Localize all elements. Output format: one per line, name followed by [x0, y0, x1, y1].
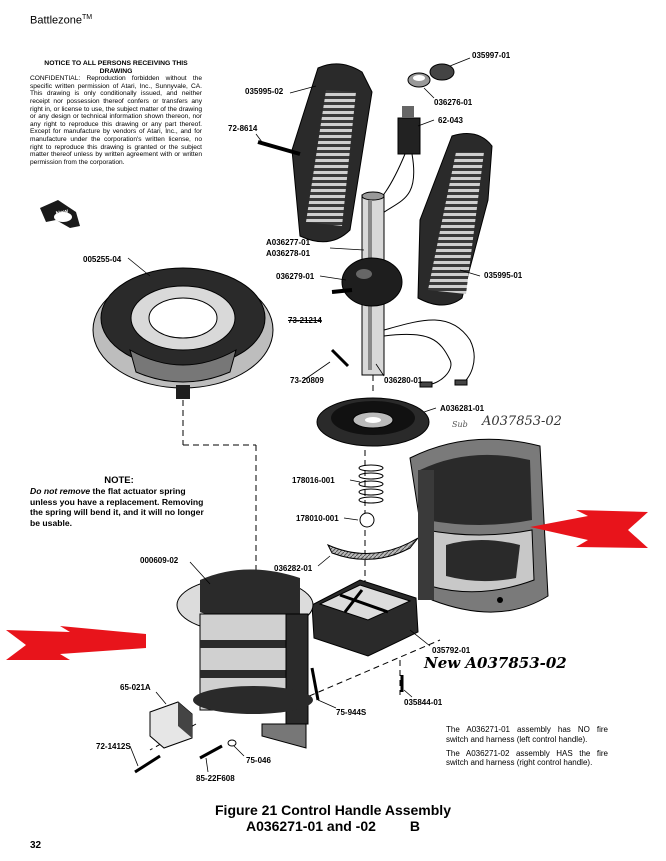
top-flange-plate	[92, 267, 274, 399]
assembly-info: The A036271-01 assembly has NO fire swit…	[446, 725, 608, 772]
label-035995-01: 035995-01	[484, 271, 523, 280]
housing-half-left	[176, 569, 314, 749]
left-handle-grip	[291, 63, 373, 243]
header-title: Battlezone	[30, 14, 82, 27]
notice-title-line2: DRAWING	[99, 67, 133, 75]
washer-75-046	[227, 739, 237, 747]
handwritten-annotation-1: A037853-02	[482, 414, 562, 429]
label-036279-01: 036279-01	[276, 272, 315, 281]
label-035792-01: 035792-01	[432, 646, 471, 655]
actuator-block	[311, 579, 419, 657]
spring-and-ball	[358, 464, 384, 528]
info-line-2: The A036271-02 assembly HAS the fire swi…	[446, 748, 608, 768]
label-a036281-01: A036281-01	[440, 404, 485, 413]
flat-actuator-spring	[326, 537, 419, 560]
page-header: BattlezoneTM	[30, 14, 92, 27]
handwritten-annotation-2: New A037853-02	[424, 654, 567, 672]
label-73-20809: 73-20809	[290, 376, 324, 385]
note-body: the flat actuator spring unless you have…	[30, 486, 204, 528]
screw-72-1412s	[134, 754, 161, 774]
label-178010-001: 178010-001	[296, 514, 339, 523]
screw-75-944s	[310, 667, 320, 701]
page-number: 32	[30, 840, 42, 851]
label-72-1412s: 72-1412S	[96, 742, 131, 751]
pivot-ball	[331, 257, 403, 307]
label-036282-01: 036282-01	[274, 564, 313, 573]
caption-line-2: A036271-01 and -02	[245, 818, 376, 834]
note-block: NOTE: Do not remove the flat actuator sp…	[30, 475, 208, 528]
leader-lines	[127, 57, 481, 773]
pin-73-20809	[330, 348, 350, 368]
label-178016-001: 178016-001	[292, 476, 335, 485]
label-a036278-01: A036278-01	[266, 249, 311, 258]
label-005255-04: 005255-04	[83, 255, 122, 264]
wire-harness	[383, 319, 475, 388]
label-75-944s: 75-944S	[336, 708, 367, 717]
label-035995-02: 035995-02	[245, 87, 284, 96]
caption-revision: B	[409, 818, 421, 834]
caption-line-1: Figure 21 Control Handle Assembly	[215, 802, 451, 818]
red-arrow-left	[6, 626, 146, 660]
label-035844-01: 035844-01	[404, 698, 443, 707]
trademark-mark: TM	[81, 14, 93, 21]
label-036276-01: 036276-01	[434, 98, 473, 107]
label-035997-01: 035997-01	[472, 51, 511, 60]
new-hand-icon	[40, 200, 80, 228]
screw-85-22f608	[199, 744, 223, 760]
notice-body: CONFIDENTIAL: Reproduction forbidden wit…	[30, 75, 202, 166]
pin-72-8614	[257, 140, 301, 156]
label-72-8614: 72-8614	[228, 124, 258, 133]
switch-block	[149, 701, 193, 749]
label-036280-01: 036280-01	[384, 376, 423, 385]
label-75-046: 75-046	[246, 756, 271, 765]
socket-cup	[316, 397, 430, 447]
label-a036277-01: A036277-01	[266, 238, 311, 247]
notice-title-line1: NOTICE TO ALL PERSONS RECEIVING THIS	[44, 60, 188, 67]
figure-caption: Figure 21 Control Handle Assembly A03627…	[0, 802, 666, 834]
right-handle-grip	[417, 133, 493, 306]
label-65-021a: 65-021A	[120, 683, 151, 692]
label-85-22f608: 85-22F608	[196, 774, 235, 783]
red-arrow-right	[530, 510, 648, 548]
fire-button-parts	[407, 63, 455, 88]
label-62-043: 62-043	[438, 116, 463, 125]
housing-half-right	[409, 438, 549, 613]
note-title: NOTE:	[104, 475, 134, 486]
label-73-21214: 73-21214	[288, 316, 322, 325]
note-emphasis: Do not remove	[30, 486, 91, 497]
info-line-1: The A036271-01 assembly has NO fire swit…	[446, 725, 608, 744]
handwritten-sub-prefix: Sub	[452, 420, 468, 429]
label-000609-02: 000609-02	[140, 556, 179, 565]
confidential-notice: NOTICE TO ALL PERSONS RECEIVING THIS DRA…	[30, 60, 202, 166]
